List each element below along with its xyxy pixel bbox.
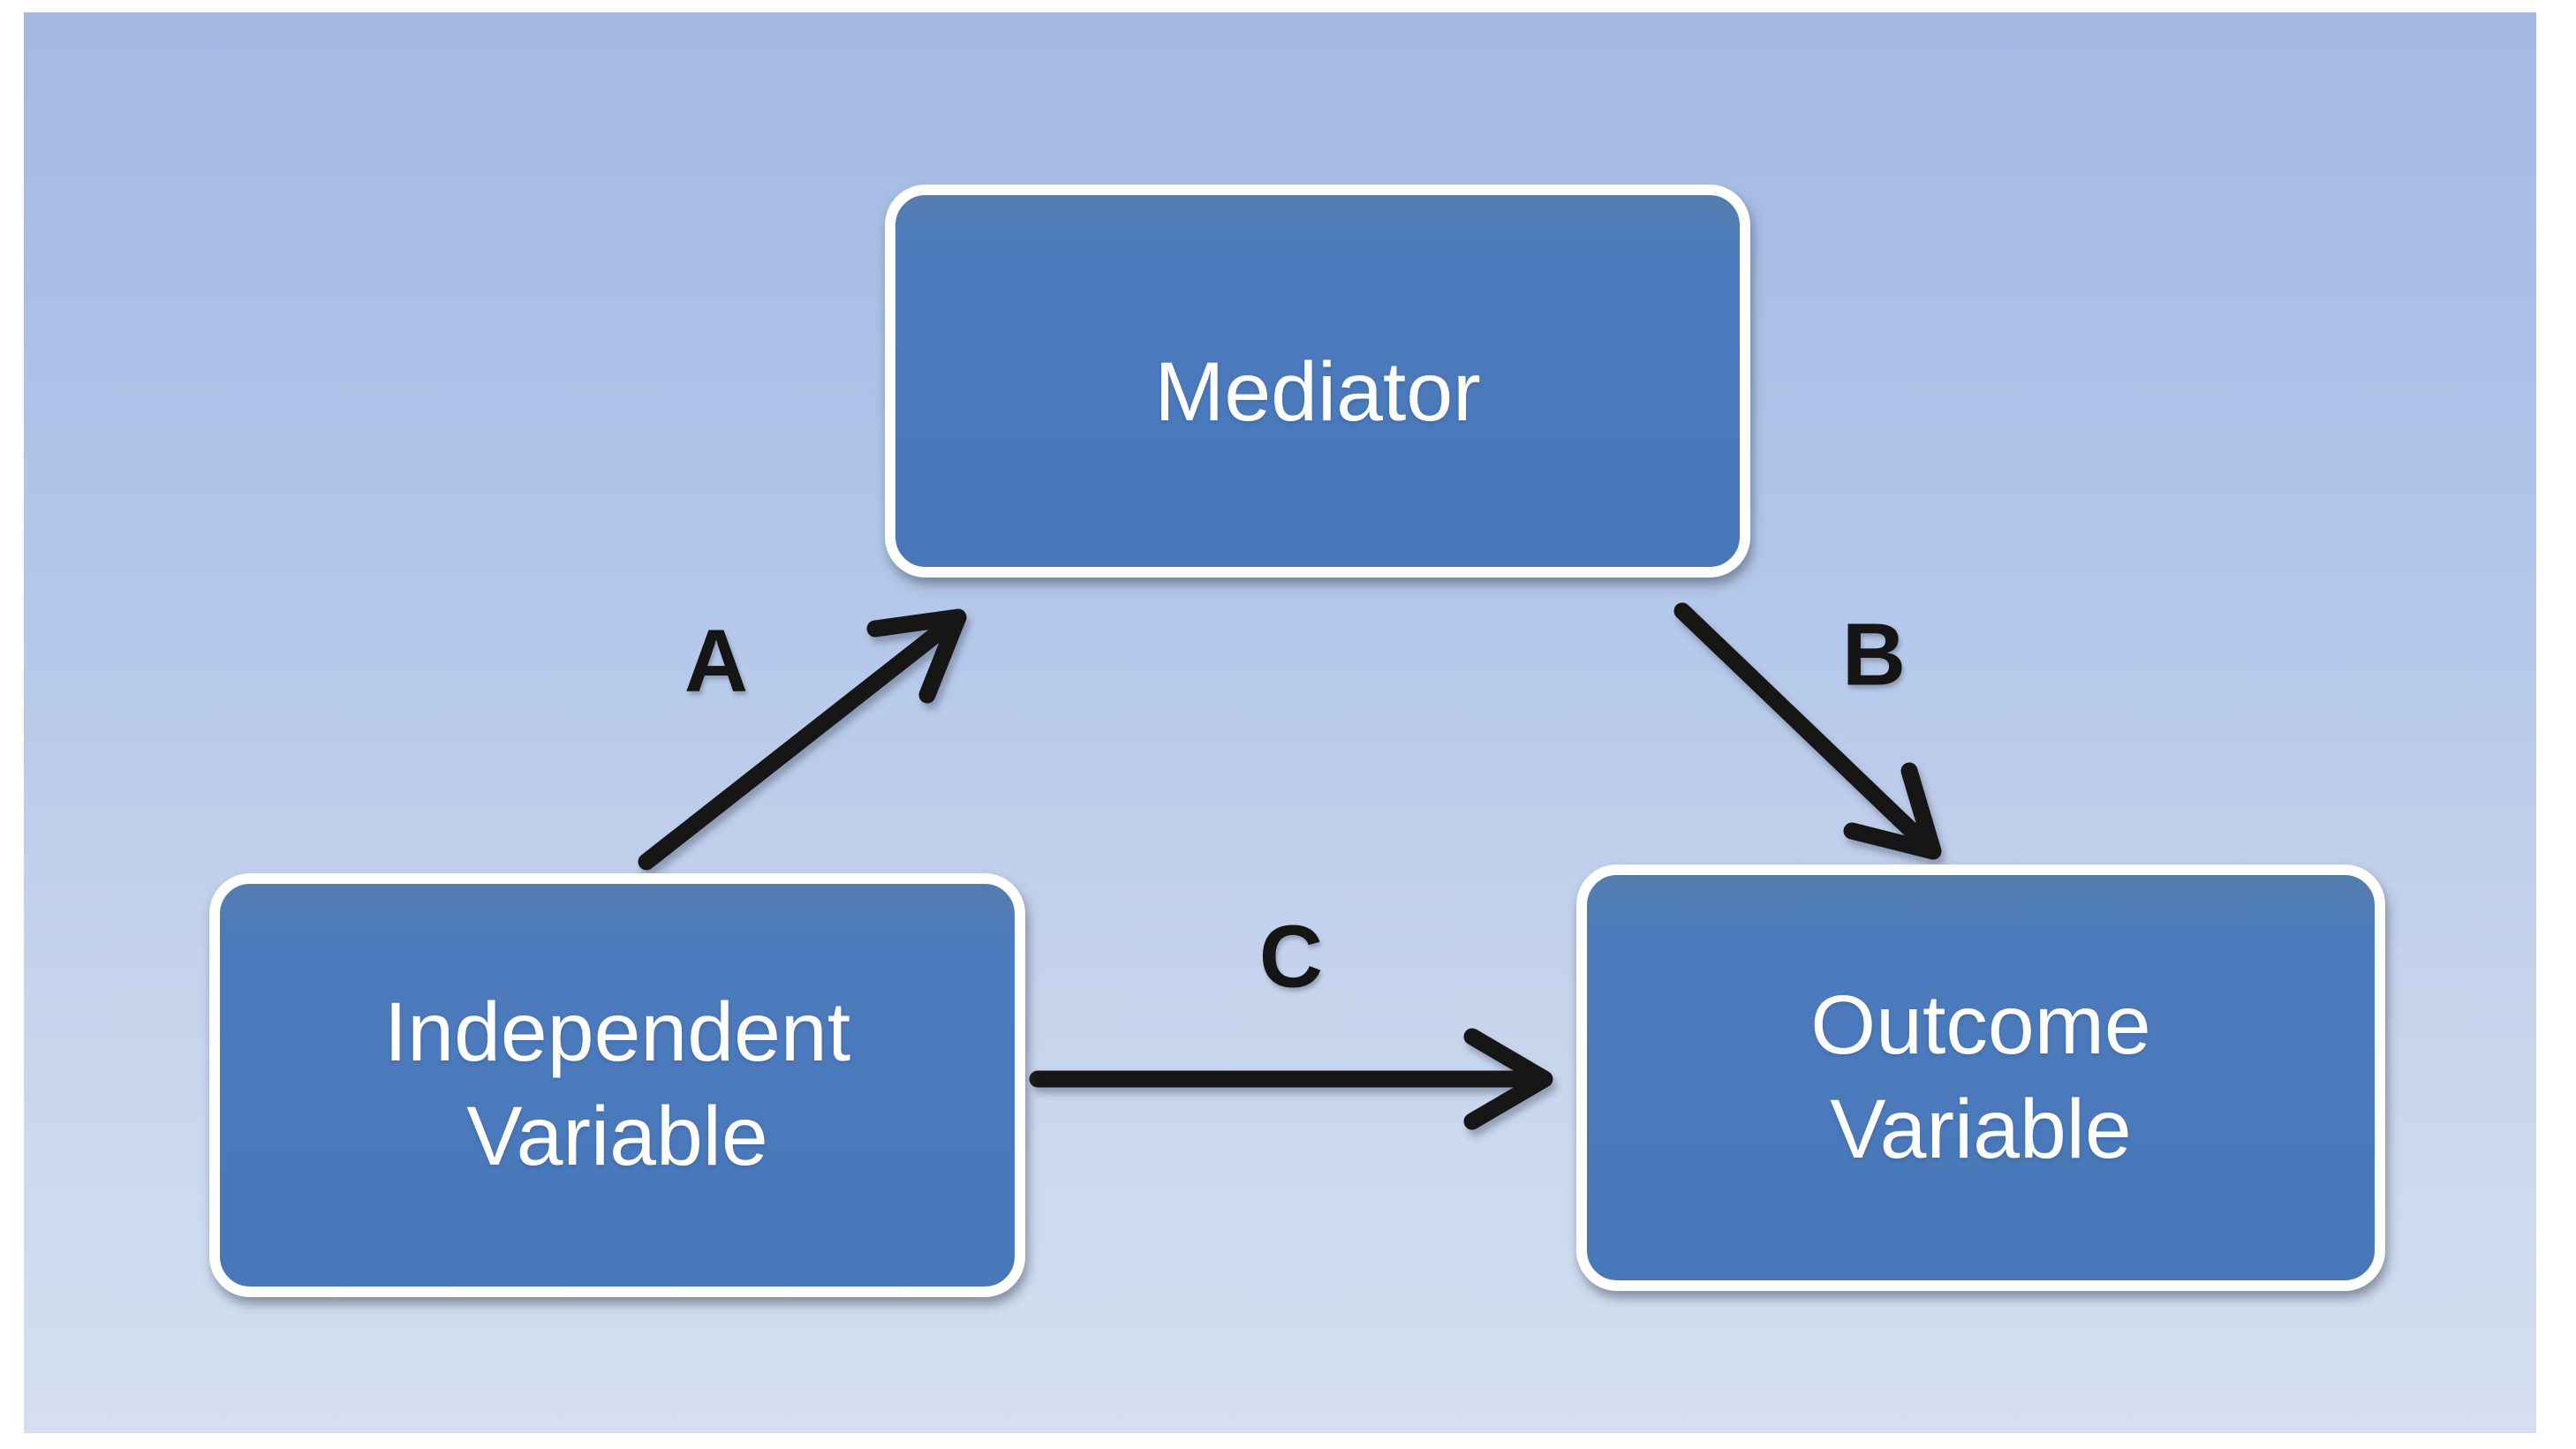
node-mediator-label: Mediator	[1154, 344, 1481, 439]
edge-label-c: C	[1258, 907, 1324, 1007]
node-independent-variable: Independent Variable	[209, 873, 1025, 1297]
node-mediator: Mediator	[885, 185, 1750, 577]
node-outcome-variable-label: Outcome Variable	[1810, 977, 2151, 1176]
node-outcome-variable: Outcome Variable	[1576, 864, 2385, 1291]
node-independent-variable-label: Independent Variable	[383, 985, 851, 1183]
edge-label-a: A	[684, 611, 749, 711]
edge-label-b: B	[1841, 605, 1907, 705]
slide-canvas: Mediator Independent Variable Outcome Va…	[24, 12, 2536, 1433]
arrow-c-independent-to-outcome	[1029, 1028, 1553, 1130]
